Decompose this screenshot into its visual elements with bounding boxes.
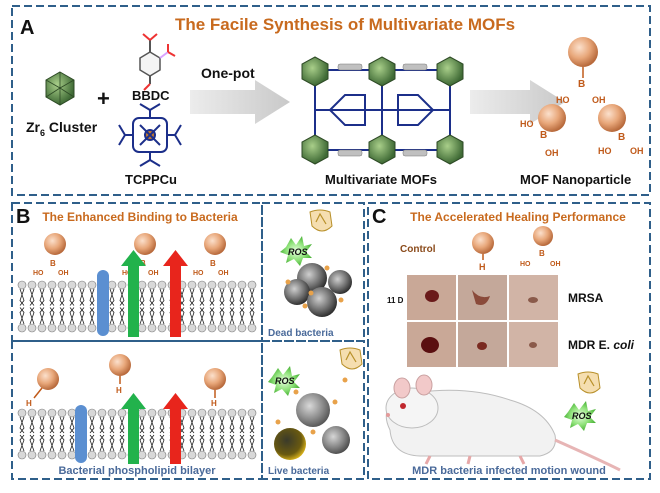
- particle-h-b3: H: [204, 368, 226, 408]
- ros-burst-c: ROS: [564, 401, 596, 431]
- svg-text:B: B: [539, 249, 545, 258]
- binding-arrow-blue-bottom: [75, 405, 87, 463]
- dead-bacteria-cluster: [284, 263, 352, 317]
- svg-text:B: B: [578, 79, 585, 90]
- svg-text:ROS: ROS: [572, 411, 592, 421]
- bbdc-label: BBDC: [132, 88, 170, 103]
- tcppcu-molecule-icon: [118, 103, 182, 167]
- svg-text:HO: HO: [122, 270, 133, 277]
- svg-text:OH: OH: [148, 270, 159, 277]
- panel-b-letter: B: [16, 206, 30, 228]
- svg-text:OH: OH: [58, 270, 69, 277]
- particle-h-c: H: [472, 232, 494, 272]
- svg-text:H: H: [26, 399, 32, 408]
- svg-text:HO: HO: [193, 270, 204, 277]
- wound-photo-h-mrsa: [458, 275, 507, 320]
- nanoparticle-boronic-2: HO B OH: [520, 104, 566, 158]
- rat-illustration: [385, 374, 621, 472]
- tcppcu-label: TCPPCu: [125, 172, 177, 187]
- svg-text:H: H: [116, 386, 122, 395]
- live-bacteria-cluster: [274, 377, 350, 460]
- svg-text:OH: OH: [592, 95, 606, 105]
- svg-text:HO: HO: [33, 270, 44, 277]
- particle-boronic-b2: B HO OH: [122, 233, 159, 277]
- svg-text:B: B: [50, 259, 56, 268]
- bbdc-molecule-icon: [139, 33, 176, 91]
- one-pot-arrow: [190, 80, 290, 124]
- svg-text:HO: HO: [520, 119, 534, 129]
- shield-icon-top: [309, 209, 333, 232]
- svg-text:B: B: [540, 130, 547, 141]
- mdr-ecoli-label: MDR E. coli: [568, 338, 635, 352]
- binding-arrow-red-top: [163, 250, 188, 337]
- svg-text:H: H: [211, 399, 217, 408]
- ros-burst-bottom: ROS: [268, 366, 300, 396]
- particle-boronic-b1: B HO OH: [33, 233, 69, 277]
- svg-text:HO: HO: [556, 95, 570, 105]
- day-label: 11 D: [387, 296, 404, 305]
- svg-text:OH: OH: [218, 270, 229, 277]
- svg-text:ROS: ROS: [275, 376, 295, 386]
- binding-arrow-red-bottom: [163, 393, 188, 464]
- binding-arrow-blue-top: [97, 270, 109, 336]
- svg-text:OH: OH: [545, 148, 559, 158]
- shield-icon-c: [577, 371, 601, 394]
- svg-text:HO: HO: [598, 146, 612, 156]
- nanoparticle-label: MOF Nanoparticle: [520, 172, 631, 187]
- bilayer-label: Bacterial phospholipid bilayer: [58, 465, 216, 477]
- svg-text:H: H: [479, 262, 486, 272]
- particle-h-b1: H: [26, 368, 59, 408]
- panel-a-border: [11, 5, 651, 196]
- wound-photo-boronic-mrsa: [509, 275, 558, 320]
- plus-sign: +: [97, 86, 110, 111]
- svg-text:HO: HO: [520, 261, 531, 268]
- panel-a-title: The Facile Synthesis of Multivariate MOF…: [175, 15, 515, 34]
- shield-icon-bottom: [339, 347, 363, 370]
- ros-burst-top: ROS: [280, 236, 312, 266]
- panel-a-letter: A: [20, 17, 34, 39]
- panel-c-letter: C: [372, 206, 386, 228]
- nanoparticle-boronic-1: B HO OH: [556, 37, 606, 105]
- zr-cluster-icon: [45, 71, 75, 106]
- wound-photo-control-mdr: [407, 322, 456, 367]
- dead-bacteria-label: Dead bacteria: [268, 328, 334, 339]
- control-label: Control: [400, 244, 436, 255]
- zr-cluster-label: Zr6 Cluster: [26, 119, 98, 138]
- svg-text:B: B: [618, 132, 625, 143]
- svg-text:OH: OH: [550, 261, 561, 268]
- particle-h-b2: H: [109, 354, 131, 395]
- panel-b-bottom-right-border: [261, 340, 365, 480]
- binding-arrow-green-bottom: [121, 393, 146, 464]
- particle-boronic-c: B HO OH: [520, 226, 561, 268]
- svg-text:OH: OH: [630, 146, 644, 156]
- binding-arrow-green-top: [121, 250, 146, 337]
- mof-label: Multivariate MOFs: [325, 172, 437, 187]
- wound-photo-boronic-mdr: [509, 322, 558, 367]
- mof-framework-icon: [301, 56, 464, 165]
- wound-photo-control-mrsa: [407, 275, 456, 320]
- one-pot-label: One-pot: [201, 65, 255, 81]
- svg-text:ROS: ROS: [288, 247, 308, 257]
- particle-boronic-b3: B HO OH: [193, 233, 229, 277]
- panel-b-title: The Enhanced Binding to Bacteria: [42, 210, 238, 224]
- panel-c-border: [367, 202, 651, 480]
- nanoparticle-boronic-3: B HO OH: [598, 104, 644, 156]
- mrsa-label: MRSA: [568, 291, 604, 305]
- wound-photo-grid: [407, 275, 558, 367]
- svg-text:B: B: [210, 259, 216, 268]
- wound-photo-h-mdr: [458, 322, 507, 367]
- wound-model-label: MDR bacteria infected motion wound: [412, 465, 606, 477]
- panel-c-title: The Accelerated Healing Performance: [410, 210, 626, 224]
- live-bacteria-label: Live bacteria: [268, 466, 330, 477]
